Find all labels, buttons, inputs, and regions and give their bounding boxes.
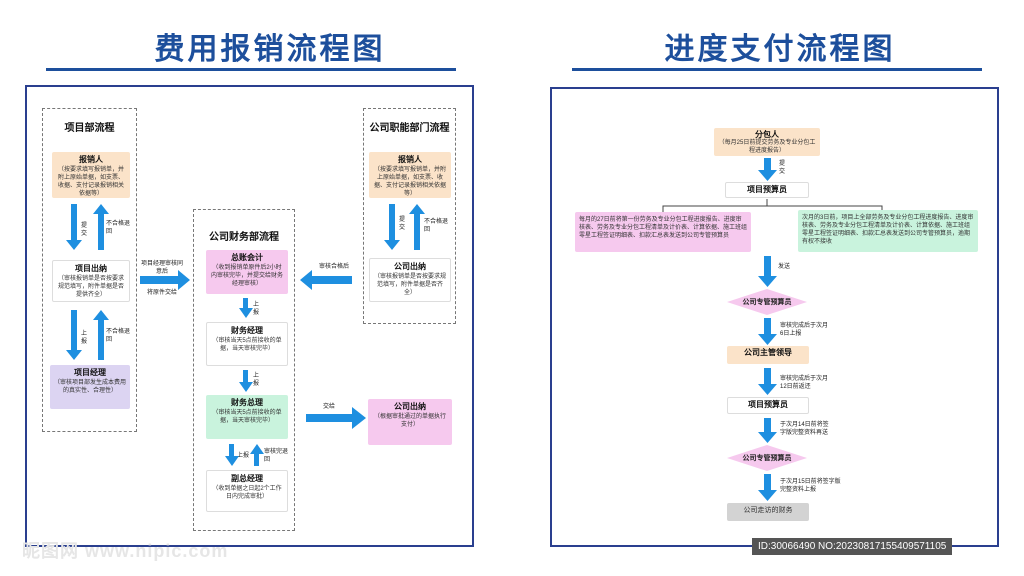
- step3-label: 审核完成后于次月6日上报: [780, 323, 829, 337]
- sub-desc: （每月25日前提交劳务及专业分包工程进度报告）: [718, 140, 816, 154]
- project-manager-box: 项目经理 （审核项目部发生成本费用的真实性、合理性）: [50, 365, 130, 409]
- deliver-label: 交给: [323, 404, 336, 410]
- finance-section-title: 公司财务部流程: [209, 232, 279, 243]
- budget1-name: 项目预算员: [747, 185, 787, 194]
- arrow-right-label: 审核合格后: [318, 264, 349, 270]
- budget3-name: 项目预算员: [748, 400, 788, 409]
- right-note-box: 次月的3日前，项目上全部劳务及专业分包工程进度报告、进度审核表、劳务及专业分包工…: [798, 210, 978, 252]
- right-title-rule: [572, 68, 982, 71]
- sub-box: 分包人 （每月25日前提交劳务及专业分包工程进度报告）: [714, 128, 820, 156]
- project-submit-label: 提交: [80, 223, 87, 237]
- final-name: 公司走访的财务: [743, 507, 793, 514]
- left-title-rule: [46, 68, 456, 71]
- fin-director-desc: （审核当天5点前接收的单据，当天审核完毕）: [212, 410, 282, 424]
- finance-report3-label: 上报: [237, 453, 250, 459]
- right-title: 进度支付流程图: [664, 32, 896, 67]
- budget2-label: 公司专管预算员: [742, 299, 792, 306]
- budget2-diamond: 公司专管预算员: [727, 289, 807, 315]
- company-cashier-desc: （根据审批通过的单据执行支付）: [373, 414, 446, 428]
- project-cashier-desc: （审核报销单是否按要求规范填写，附件单据是否提供齐全）: [57, 276, 124, 298]
- payment-flow-panel: [550, 87, 999, 547]
- left-note-box: 每月的27日前将第一份劳务及专业分包工程进度报告、进度审核表、劳务及专业分包工程…: [575, 212, 751, 252]
- project-reject2-label: 不合格退回: [106, 329, 131, 343]
- finance-return-label: 审核完退回: [264, 449, 289, 463]
- sub-name: 分包人: [755, 130, 779, 139]
- finance-report2-label: 上报: [253, 373, 260, 387]
- fin-manager-box: 财务经理 （审核当天5点前接收的单据，当天审核完毕）: [206, 322, 288, 366]
- step5-label: 于次月14日前将签字版完整资料再送: [780, 422, 829, 436]
- dept-cashier-desc: （审核报销单是否按要求规范填写，附件单据是否齐全）: [374, 274, 447, 296]
- vice-name: 副总经理: [231, 474, 263, 483]
- project-applicant-name: 报销人: [79, 155, 103, 164]
- right-note-text: 次月的3日前，项目上全部劳务及专业分包工程进度报告、进度审核表、劳务及专业分包工…: [802, 215, 974, 245]
- budget3-box: 项目预算员: [727, 397, 809, 414]
- budget1-box: 项目预算员: [725, 182, 809, 198]
- dept-section-title: 公司职能部门流程: [369, 123, 450, 134]
- left-title: 费用报销流程图: [154, 32, 386, 67]
- project-reject1-label: 不合格退回: [106, 221, 131, 235]
- project-cashier-name: 项目出纳: [75, 264, 107, 273]
- project-manager-name: 项目经理: [74, 368, 106, 377]
- fin-manager-name: 财务经理: [231, 326, 263, 335]
- watermark-left: 昵图网 www.nipic.com: [22, 541, 229, 561]
- finance-report1-label: 上报: [253, 302, 260, 316]
- fin-director-box: 财务总理 （审核当天5点前接收的单据，当天审核完毕）: [206, 395, 288, 439]
- project-cashier-box: 项目出纳 （审核报销单是否按要求规范填写，附件单据是否提供齐全）: [52, 260, 130, 302]
- accountant-desc: （收到报销单原件后2小时内审核完毕，并提交给财务经理审核）: [210, 265, 283, 287]
- dept-cashier-box: 公司出纳 （审核报销单是否按要求规范填写，附件单据是否齐全）: [369, 258, 451, 302]
- dept-applicant-box: 报销人 （按要求填写报销单，并附上原始单据，如支票、收据、支付记录报销相关依据等…: [369, 152, 451, 198]
- project-report-label: 上报: [80, 331, 87, 345]
- watermark-right: ID:30066490 NO:20230817155409571105: [752, 538, 953, 555]
- project-section-title: 项目部流程: [64, 123, 115, 134]
- submit-label: 提交: [779, 161, 786, 175]
- dept-reject-label: 不合格退回: [424, 219, 449, 233]
- project-applicant-desc: （按要求填写报销单，并附上原始单据，如支票、收据、支付记录报销相关依据等）: [57, 167, 124, 197]
- dept-applicant-desc: （按要求填写报销单，并附上原始单据，如支票、收据、支付记录报销相关依据等）: [373, 167, 446, 197]
- budget4-label: 公司专管预算员: [742, 455, 792, 462]
- arrow-left-top-label: 项目经理审核同意后: [141, 261, 184, 275]
- diamond-shape: [727, 445, 807, 471]
- vice-desc: （收到单据之日起2个工作日内完成审批）: [212, 486, 282, 500]
- fin-director-name: 财务总理: [231, 398, 263, 407]
- accountant-box: 总账会计 （收到报销单原件后2小时内审核完毕，并提交给财务经理审核）: [206, 250, 288, 294]
- project-manager-desc: （审核项目部发生成本费用的真实性、合理性）: [54, 380, 127, 394]
- step4-label: 审核完成后于次月12日前返还: [780, 376, 829, 390]
- accountant-name: 总账会计: [231, 253, 263, 262]
- arrow-left-bottom-label: 将原件交给: [146, 290, 177, 296]
- company-cashier-name: 公司出纳: [394, 402, 426, 411]
- company-cashier-box: 公司出纳 （根据审批通过的单据执行支付）: [368, 399, 452, 445]
- leader-name: 公司主管领导: [744, 348, 792, 357]
- diamond-shape: [727, 289, 807, 315]
- final-box: 公司走访的财务: [727, 503, 809, 521]
- project-applicant-box: 报销人 （按要求填写报销单，并附上原始单据，如支票、收据、支付记录报销相关依据等…: [52, 152, 130, 198]
- budget4-diamond: 公司专管预算员: [727, 445, 807, 471]
- dept-cashier-name: 公司出纳: [394, 262, 426, 271]
- vice-box: 副总经理 （收到单据之日起2个工作日内完成审批）: [206, 470, 288, 512]
- step6-label: 于次月15日前将签字版完整资料上报: [780, 479, 841, 493]
- leader-box: 公司主管领导: [727, 346, 809, 364]
- dept-submit-label: 提交: [398, 217, 405, 231]
- send-label: 发送: [778, 264, 791, 270]
- dept-applicant-name: 报销人: [398, 155, 422, 164]
- left-note-text: 每月的27日前将第一份劳务及专业分包工程进度报告、进度审核表、劳务及专业分包工程…: [579, 217, 748, 239]
- fin-manager-desc: （审核当天5点前接收的单据，当天审核完毕）: [212, 338, 282, 352]
